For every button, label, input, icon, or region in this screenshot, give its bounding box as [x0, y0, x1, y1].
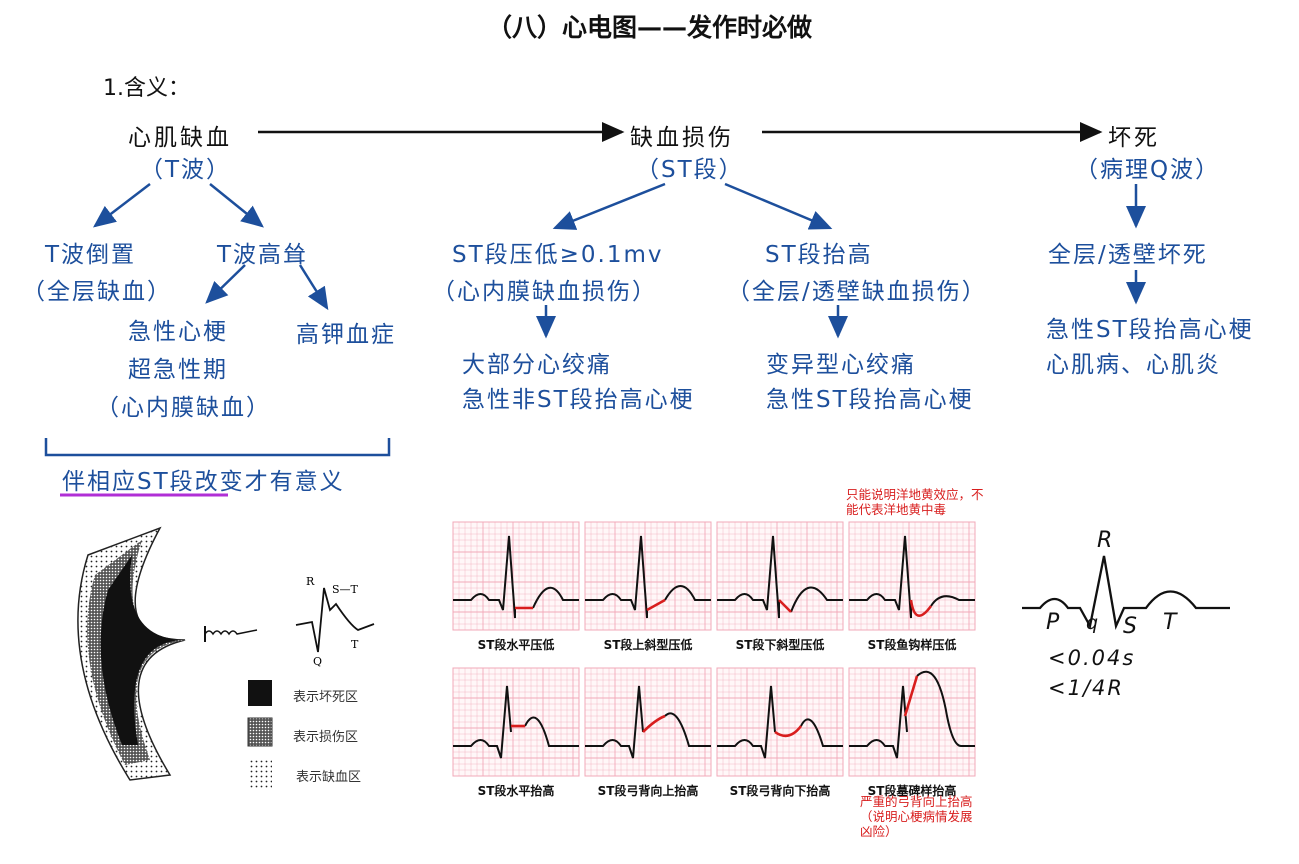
t-peaked-cause: （心内膜缺血）: [96, 395, 271, 421]
q-criterion-amplitude: <1/4R: [1048, 676, 1124, 700]
ecg-panel: [716, 521, 844, 631]
t-peaked-cause: 超急性期: [128, 357, 228, 383]
st-elevation-cause: 急性ST段抬高心梗: [766, 387, 974, 413]
st-depression-cause: 大部分心绞痛: [462, 352, 612, 378]
page-title: （八）心电图——发作时必做: [486, 13, 812, 42]
ecg-caption: ST段水平抬高: [477, 784, 555, 798]
st-segment: [646, 598, 666, 612]
ecg-trace: [585, 535, 648, 619]
ecg-trace: [585, 685, 644, 759]
st-depression: ST段压低≥0.1mv: [452, 242, 664, 268]
ecg-trace: [717, 535, 780, 619]
stage-ischemia: 心肌缺血: [128, 125, 232, 151]
q-wave-label-r: R: [1097, 528, 1113, 553]
st-elevation-sub: （全层/透壁缺血损伤）: [727, 279, 987, 305]
ecg-trace: [930, 595, 975, 607]
t-inverted: T波倒置: [45, 242, 137, 268]
ecg-panel: [716, 667, 844, 777]
st-segment: [903, 675, 919, 717]
meaning-label: 1.含义：: [103, 76, 190, 101]
ecg-caption: ST段下斜型压低: [735, 638, 825, 652]
ecg-panel: [584, 667, 712, 777]
necrosis-cause: 心肌病、心肌炎: [1046, 352, 1221, 378]
q-wave-label-t: T: [1163, 610, 1177, 635]
stage-necrosis-sub: （病理Q波）: [1075, 157, 1221, 183]
transmural-necrosis: 全层/透壁坏死: [1048, 242, 1208, 268]
st-segment: [778, 599, 792, 613]
q-wave-label-q: q: [1086, 612, 1099, 634]
ecg-trace: [849, 685, 908, 759]
ecg-trace: [790, 586, 843, 613]
ecg-panel: [848, 521, 976, 631]
wave-label-q: Q: [313, 655, 323, 668]
ecg-panel: [584, 521, 712, 631]
ecg-caption: ST段弓背向下抬高: [729, 784, 831, 798]
stage-injury: 缺血损伤: [630, 125, 734, 151]
ecg-panel: [848, 667, 976, 777]
t-peaked: T波高耸: [217, 242, 309, 268]
wave-label-t: T: [351, 638, 359, 651]
digitalis-note: 只能说明洋地黄效应，不 能代表洋地黄中毒: [846, 487, 984, 517]
ecg-trace: [717, 685, 776, 759]
stage-necrosis: 坏死: [1108, 125, 1160, 151]
st-depression-cause: 急性非ST段抬高心梗: [462, 387, 695, 413]
ecg-caption: ST段鱼钩样压低: [867, 638, 957, 652]
q-criterion-duration: <0.04s: [1048, 646, 1136, 670]
st-segment: [909, 599, 933, 617]
q-wave-label-s: S: [1123, 614, 1137, 639]
t-inverted-sub: （全层缺血）: [22, 279, 172, 305]
st-segment: [642, 714, 666, 733]
ecg-caption: ST段水平压低: [477, 638, 555, 652]
necrosis-cause: 急性ST段抬高心梗: [1046, 317, 1254, 343]
hyperkalemia: 高钾血症: [296, 322, 396, 348]
ecg-trace: [916, 670, 975, 747]
stage-ischemia-sub: （T波）: [140, 157, 232, 183]
st-segment: [774, 725, 803, 738]
ecg-caption: ST段上斜型压低: [603, 638, 693, 652]
st-elevation-cause: 变异型心绞痛: [766, 352, 916, 378]
st-depression-sub: （心内膜缺血损伤）: [432, 279, 657, 305]
ecg-caption: ST段弓背向上抬高: [597, 784, 699, 798]
ecg-trace: [800, 718, 843, 747]
q-wave-label-p: P: [1046, 610, 1060, 635]
ecg-trace: [664, 585, 711, 601]
wave-label-r: R: [306, 575, 315, 588]
ecg-caption: ST段墓碑样抬高: [867, 784, 957, 798]
ecg-trace: [524, 716, 579, 747]
ecg-trace: [453, 535, 516, 619]
st-elevation: ST段抬高: [765, 242, 873, 268]
ecg-trace: [532, 587, 579, 609]
ecg-panel: [452, 667, 580, 777]
wave-label-st: S—T: [332, 583, 358, 596]
legend-injury: 表示损伤区: [293, 730, 359, 745]
t-peaked-cause: 急性心梗: [128, 319, 228, 345]
tombstone-note: 严重的弓背向上抬高 （说明心梗病情发展 凶险）: [860, 794, 973, 839]
ecg-trace: [664, 712, 711, 747]
legend-ischemia: 表示缺血区: [296, 770, 362, 785]
ecg-trace: [453, 685, 512, 759]
ischemia-note: 伴相应ST段改变才有意义: [62, 469, 345, 495]
legend-necrosis: 表示坏死区: [293, 690, 359, 705]
ecg-trace: [849, 535, 912, 619]
stage-injury-sub: （ST段）: [636, 157, 744, 183]
ecg-panel: [452, 521, 580, 631]
